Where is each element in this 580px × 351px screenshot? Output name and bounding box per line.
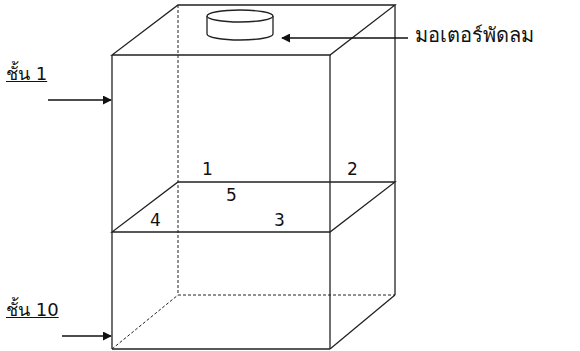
bottom-back-edge [178, 295, 395, 296]
motor-top [207, 10, 273, 22]
position-number: 5 [226, 186, 237, 205]
top-face [112, 5, 395, 55]
position-number: 1 [202, 160, 213, 179]
back-left-edge [178, 5, 179, 295]
bottom-front-edge [112, 348, 330, 349]
motor-pointer [282, 37, 408, 39]
shelf-plane [112, 182, 395, 232]
front-right-edge [329, 55, 330, 349]
part-name: มอเตอร์พัดลม [415, 24, 534, 46]
fan-motor [207, 10, 273, 40]
cabinet-frame [112, 5, 395, 349]
pointer-arrows [48, 38, 408, 336]
position-number: 4 [150, 211, 161, 230]
level-label: ชั้น 1 [6, 64, 47, 84]
level-10-pointer [62, 335, 111, 337]
position-number: 2 [347, 160, 358, 179]
back-right-edge [394, 5, 395, 295]
front-left-edge [111, 55, 112, 349]
bottom-right-edge [330, 295, 395, 349]
bottom-left-edge [112, 295, 178, 349]
position-number: 3 [274, 211, 285, 230]
level-1-pointer [48, 99, 111, 101]
level-label: ชั้น 10 [6, 300, 59, 320]
